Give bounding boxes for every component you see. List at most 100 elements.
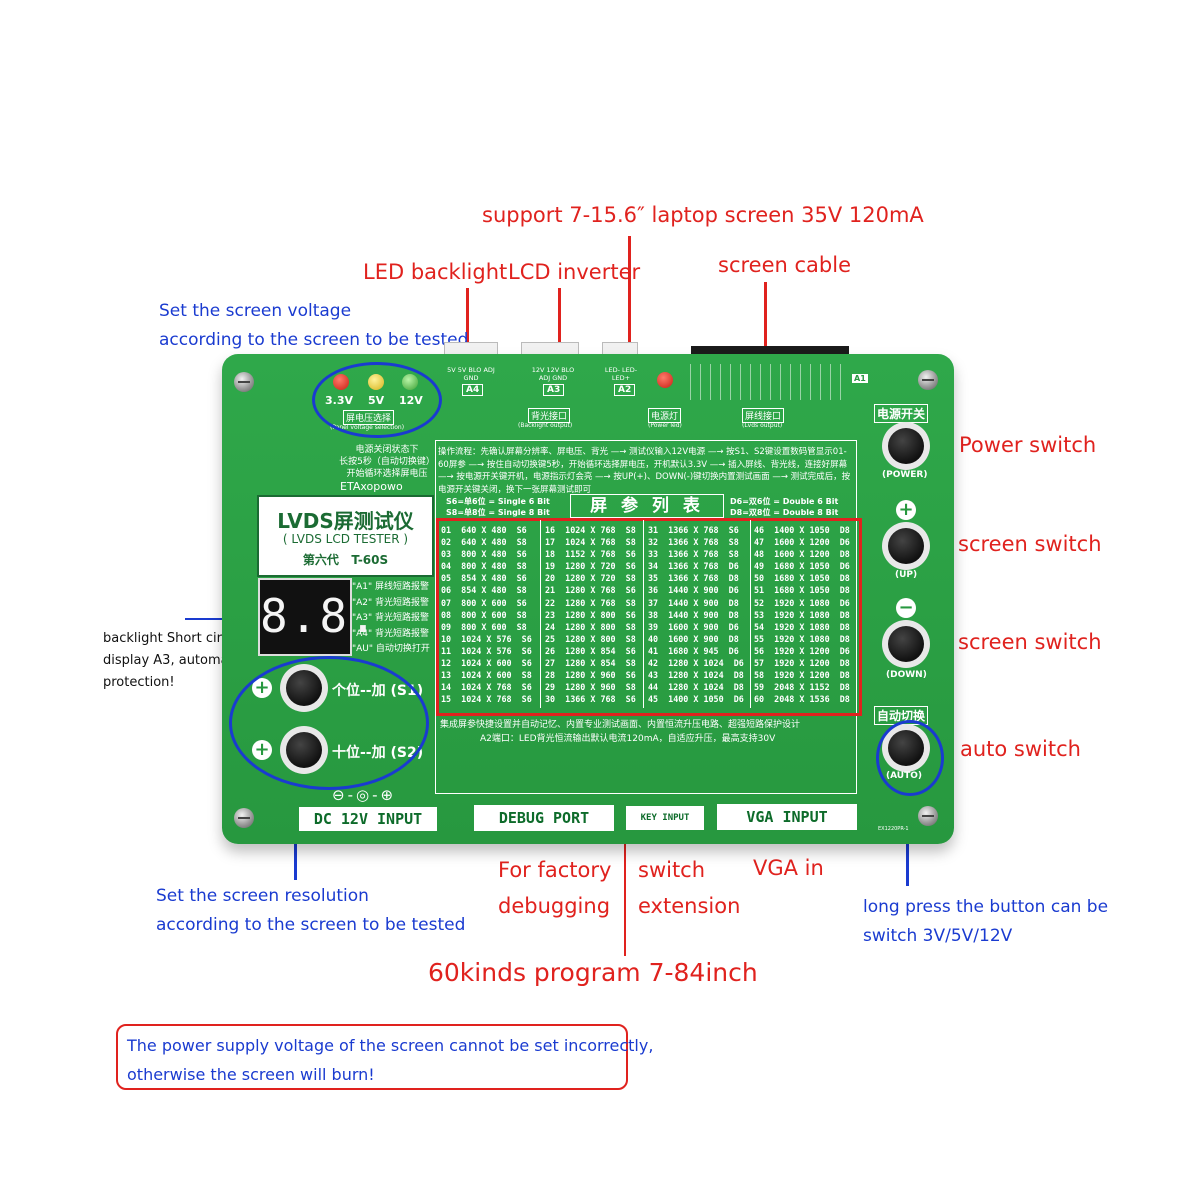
param-row: 31 1366 X 768 S6 — [648, 525, 739, 535]
a3-en: (Backlight output) — [518, 422, 573, 429]
param-row: 47 1600 X 1200 D6 — [754, 537, 850, 548]
param-row: 43 1280 X 1024 D8 — [648, 670, 744, 681]
long-press-callout-line1: long press the button can be — [863, 897, 1109, 917]
power-switch-callout: Power switch — [959, 433, 1097, 457]
param-row: 44 1280 X 1024 D8 — [648, 682, 744, 693]
param-row: 49 1680 X 1050 D6 — [754, 561, 850, 572]
info-line1: 电源关闭状态下 — [355, 445, 419, 455]
seven-segment-display: 8.8. — [258, 578, 377, 656]
down-button[interactable] — [882, 620, 930, 668]
lcd-inverter-callout: LCD inverter — [508, 260, 641, 284]
param-row: 01 640 X 480 S6 — [441, 525, 527, 535]
s6-note: S6=单6位 = Single 6 Bit — [446, 497, 550, 506]
alarm-list: "A1" 屏线短路报警 "A2" 背光短路报警 "A3" 背光短路报警 "A4"… — [352, 580, 430, 658]
param-row: 02 640 X 480 S8 — [441, 537, 527, 548]
parameter-table-highlight — [436, 518, 862, 716]
param-row: 18 1152 X 768 S6 — [545, 549, 636, 560]
warning-box: The power supply voltage of the screen c… — [116, 1024, 653, 1090]
programs-callout: 60kinds program 7-84inch — [428, 958, 758, 987]
lvds-cn: 屏线接口 — [742, 408, 785, 423]
info-line3: 开始循环选择屏电压 — [346, 469, 428, 479]
led-backlight-pointer — [466, 288, 469, 350]
d8-note: D8=双8位 = Double 8 Bit — [730, 508, 839, 517]
param-row: 11 1024 X 576 S6 — [441, 645, 532, 656]
double-bit-notes: D6=双6位 = Double 6 Bit D8=双8位 = Double 8 … — [730, 496, 838, 518]
screen-cable-pointer — [764, 282, 767, 350]
screw-top-right — [918, 370, 938, 390]
a3-cn: 背光接口 — [528, 408, 571, 423]
param-row: 10 1024 X 576 S6 — [441, 633, 532, 644]
down-en: (DOWN) — [886, 670, 927, 680]
param-row: 29 1280 X 960 S8 — [545, 682, 636, 693]
alarm-a3: "A3" 背光短路报警 — [352, 613, 430, 623]
param-row: 58 1920 X 1200 D8 — [754, 670, 850, 681]
param-row: 30 1366 X 768 S6 — [545, 694, 636, 705]
up-button[interactable] — [882, 522, 930, 570]
switch-callout-line1: switch — [638, 858, 706, 882]
alarm-au: "AU" 自动切换打开 — [352, 644, 430, 654]
resolution-callout-line2: according to the screen to be tested — [156, 915, 466, 935]
backlight-callout: backlight Short circuit display A3, auto… — [103, 628, 246, 694]
param-row: 41 1680 X 945 D6 — [648, 645, 739, 656]
screen-cable-callout: screen cable — [718, 253, 851, 277]
param-row: 08 800 X 600 S8 — [441, 609, 527, 620]
a2-pins: LED- LED- LED+ — [604, 366, 638, 382]
a3-pins: 12V 12V BLO ADJ GND — [531, 366, 575, 382]
vga-input-label: VGA INPUT — [717, 804, 857, 830]
param-row: 04 800 X 480 S8 — [441, 561, 527, 572]
param-row: 32 1366 X 768 S8 — [648, 537, 739, 548]
param-row: 60 2048 X 1536 D8 — [754, 694, 850, 705]
generation: 第六代 T-60S — [302, 553, 389, 567]
resolution-callout-line1: Set the screen resolution — [156, 886, 369, 906]
param-row: 53 1920 X 1080 D8 — [754, 609, 850, 620]
lcd-inverter-pointer — [558, 288, 561, 350]
param-row: 07 800 X 600 S6 — [441, 597, 527, 608]
plus-icon: + — [896, 500, 916, 520]
param-row: 37 1440 X 900 D8 — [648, 597, 739, 608]
backlight-callout-line1: backlight Short circuit — [103, 631, 246, 646]
param-row: 54 1920 X 1080 D8 — [754, 621, 850, 632]
param-row: 45 1400 X 1050 D6 — [648, 694, 744, 705]
s-buttons-highlight — [229, 656, 429, 790]
param-row: 57 1920 X 1200 D8 — [754, 658, 850, 669]
long-press-callout-line2: switch 3V/5V/12V — [863, 926, 1013, 946]
info-text: 电源关闭状态下 长按5秒（自动切换键） 开始循环选择屏电压 — [333, 444, 441, 480]
auto-switch-callout: auto switch — [960, 737, 1081, 761]
lvds-pin-labels — [690, 364, 850, 400]
support-callout: support 7-15.6″ laptop screen 35V 120mA — [482, 203, 924, 227]
screw-bottom-left — [234, 808, 254, 828]
param-row: 50 1680 X 1050 D8 — [754, 573, 850, 584]
title-en: ( LVDS LCD TESTER ) — [282, 532, 409, 546]
param-row: 15 1024 X 768 S6 — [441, 694, 532, 705]
param-row: 39 1600 X 900 D6 — [648, 621, 739, 632]
table-divider-3 — [750, 520, 751, 708]
param-row: 12 1024 X 600 S6 — [441, 658, 532, 669]
table-divider-1 — [540, 520, 541, 708]
serial-number: EX1220PR-1 — [878, 826, 909, 832]
power-button[interactable] — [882, 422, 930, 470]
auto-highlight — [876, 720, 944, 796]
param-row: 23 1280 X 800 S6 — [545, 609, 636, 620]
dc-polarity-icon: ⊖-◎-⊕ — [332, 786, 397, 804]
param-row: 09 800 X 600 S8 — [441, 621, 527, 632]
param-row: 19 1280 X 720 S6 — [545, 561, 636, 572]
backlight-callout-line3: protection! — [103, 675, 175, 690]
key-input-label: KEY INPUT — [626, 806, 704, 830]
voltage-callout-line2: according to the screen to be tested — [159, 330, 469, 350]
param-row: 16 1024 X 768 S8 — [545, 525, 636, 535]
param-row: 34 1366 X 768 D6 — [648, 561, 739, 572]
title-cn: LVDS屏测试仪 — [277, 509, 414, 533]
d6-note: D6=双6位 = Double 6 Bit — [730, 497, 839, 506]
factory-callout-line1: For factory — [498, 858, 612, 882]
support-pointer — [628, 236, 631, 354]
a3-label: A3 — [543, 384, 565, 396]
param-row: 51 1680 X 1050 D8 — [754, 585, 850, 596]
param-row: 22 1280 X 768 S8 — [545, 597, 636, 608]
power-led-cn: 电源灯 — [648, 408, 682, 423]
param-row: 48 1600 X 1200 D8 — [754, 549, 850, 560]
lvds-en: (Lvds output) — [742, 422, 783, 429]
alarm-a2: "A2" 背光短路报警 — [352, 597, 430, 608]
footer-line1: 集成屏参快捷设置并自动记忆、内置专业测试画面、内置恒流升压电路、超强短路保护设计 — [440, 720, 801, 730]
